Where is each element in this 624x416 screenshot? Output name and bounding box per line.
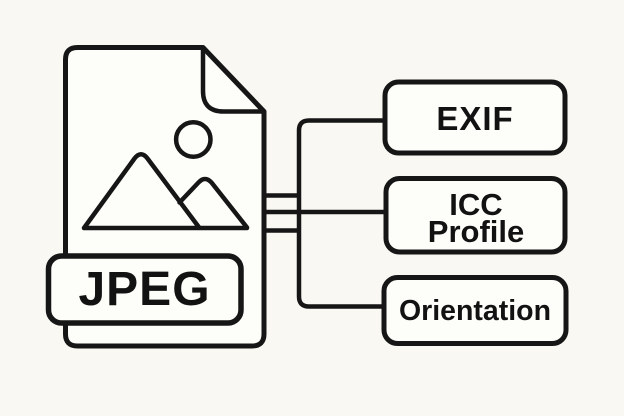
- jpeg-file-icon: JPEG: [45, 45, 267, 349]
- connector-lines: [264, 118, 386, 309]
- orientation-node: Orientation: [381, 275, 569, 346]
- icc-profile-node: ICC Profile: [383, 176, 568, 255]
- icc-profile-box: [383, 176, 568, 255]
- jpeg-badge: [45, 253, 244, 326]
- image-mountains: [81, 152, 250, 231]
- icc-profile-label-line1: ICC: [449, 187, 502, 222]
- file-fold-icon: [200, 45, 267, 114]
- icc-profile-label-line2: Profile: [428, 214, 524, 249]
- connector-trunk: [296, 118, 385, 309]
- image-sun-circle: [173, 120, 213, 159]
- jpeg-badge-label: JPEG: [78, 263, 210, 316]
- exif-box: [382, 79, 568, 156]
- image-icon: [81, 120, 250, 231]
- orientation-box: [381, 275, 569, 346]
- orientation-label: Orientation: [399, 295, 551, 327]
- exif-node: EXIF: [382, 79, 568, 156]
- exif-label: EXIF: [436, 100, 513, 137]
